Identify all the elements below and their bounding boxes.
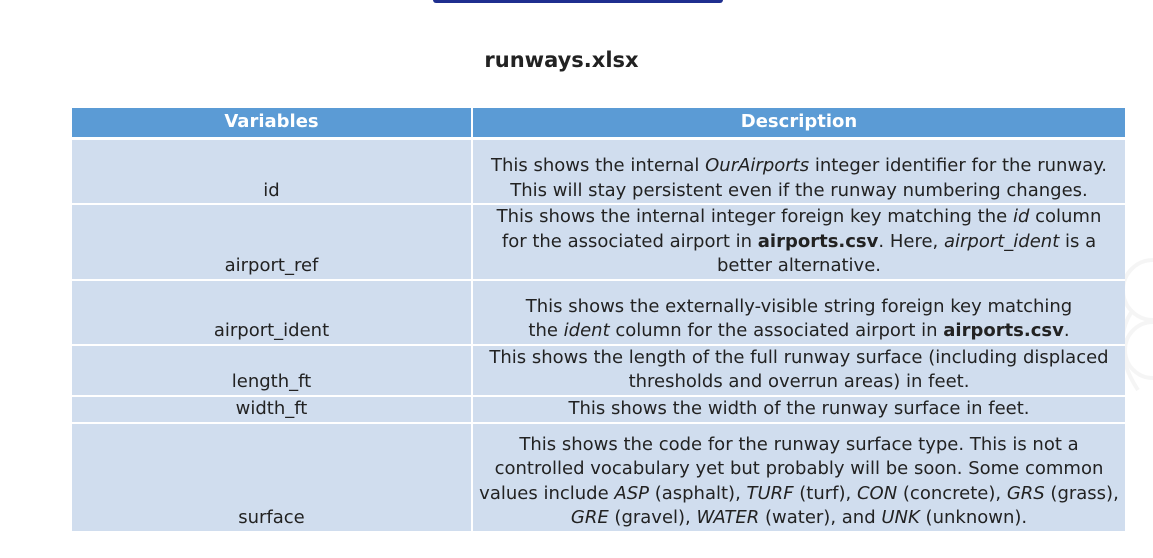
text-run: is a better alternative.: [716, 230, 1097, 277]
italic-text: WATER: [696, 507, 760, 528]
variable-cell: surface: [72, 422, 473, 533]
description-cell: This shows the code for the runway surfa…: [472, 422, 1125, 533]
text-run: column for the associated airport in: [609, 320, 944, 341]
text-run: (unknown).: [919, 507, 1028, 528]
bold-text: airports.csv: [757, 230, 879, 252]
text-run: This shows the width of the runway surfa…: [568, 398, 1030, 419]
text-run: This shows the internal integer foreign …: [496, 206, 1013, 227]
text-run: This shows the internal: [490, 155, 706, 176]
italic-text: id: [1012, 206, 1030, 227]
text-run: (water), and: [759, 507, 882, 528]
italic-text: GRE: [570, 507, 609, 528]
description-cell: This shows the length of the full runway…: [472, 344, 1125, 397]
variable-cell: length_ft: [72, 344, 473, 397]
text-run: This shows the externally-visible string…: [525, 295, 1073, 342]
table-row: surface This shows the code for the runw…: [72, 422, 1125, 533]
variable-cell: id: [72, 138, 473, 205]
text-run: This shows the length of the full runway…: [489, 346, 1109, 393]
text-run: integer identifier for the runway. This …: [510, 155, 1108, 201]
italic-text: ident: [563, 320, 610, 341]
variable-cell: airport_ident: [72, 279, 473, 346]
header-description: Description: [472, 108, 1125, 140]
variables-table: Variables Description id This shows the …: [72, 108, 1125, 533]
text-run: column for the associated airport in: [501, 206, 1102, 252]
text-run: (asphalt),: [648, 482, 747, 504]
italic-text: GRS: [1006, 482, 1045, 504]
bold-text: airports.csv: [943, 320, 1064, 341]
table-row: id This shows the internal OurAirports i…: [72, 138, 1125, 205]
italic-text: airport_ident: [943, 230, 1060, 252]
text-run: . Here,: [878, 230, 944, 252]
italic-text: CON: [856, 482, 898, 504]
description-cell: This shows the width of the runway surfa…: [472, 395, 1125, 424]
text-run: (gravel),: [608, 507, 697, 528]
text-run: This shows the code for the runway surfa…: [479, 433, 1104, 504]
table-row: airport_ref This shows the internal inte…: [72, 204, 1125, 281]
table-row: length_ft This shows the length of the f…: [72, 344, 1125, 397]
table-row: width_ft This shows the width of the run…: [72, 395, 1125, 424]
table-row: airport_ident This shows the externally-…: [72, 279, 1125, 346]
variable-cell: width_ft: [72, 395, 473, 424]
italic-text: ASP: [614, 482, 649, 504]
description-cell: This shows the externally-visible string…: [472, 279, 1125, 346]
italic-text: OurAirports: [705, 155, 810, 176]
description-cell: This shows the internal OurAirports inte…: [472, 138, 1125, 205]
description-cell: This shows the internal integer foreign …: [472, 204, 1125, 281]
text-run: (turf),: [793, 482, 857, 504]
text-run: .: [1063, 320, 1070, 341]
text-run: (grass),: [1050, 482, 1119, 504]
italic-text: TURF: [746, 482, 794, 504]
variable-cell: airport_ref: [72, 204, 473, 281]
document-title: runways.xlsx: [484, 48, 639, 72]
table-header-row: Variables Description: [72, 108, 1125, 140]
text-run: (concrete),: [897, 482, 1007, 504]
italic-text: UNK: [881, 507, 920, 528]
header-variables: Variables: [72, 108, 473, 140]
top-decorative-arc: [433, 0, 723, 3]
